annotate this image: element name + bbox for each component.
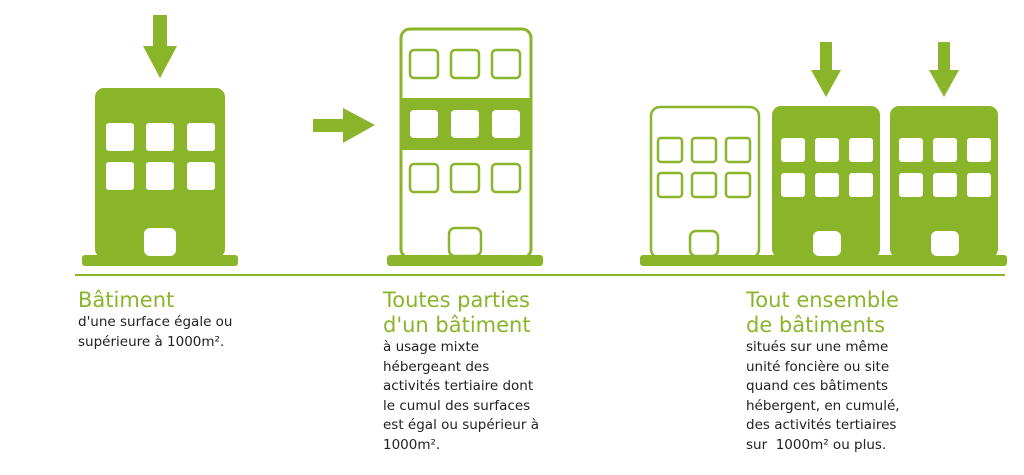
body-line: le cumul des surfaces bbox=[383, 397, 531, 414]
building-filled-icon bbox=[772, 106, 880, 258]
body-line: quand ces bâtiments bbox=[746, 378, 889, 394]
body-line: des activités tertiaires bbox=[746, 417, 897, 433]
divider-line bbox=[75, 274, 1005, 276]
section-title: Toutes parties d'un bâtiment bbox=[383, 288, 539, 338]
body-line: supérieure à 1000m². bbox=[78, 333, 225, 350]
title-line: Tout ensemble bbox=[746, 288, 899, 312]
arrow-down-icon bbox=[929, 42, 959, 97]
building-filled-icon bbox=[890, 106, 998, 258]
section-building-parts: Toutes parties d'un bâtiment à usage mix… bbox=[383, 288, 539, 455]
body-line: situés sur une même bbox=[746, 339, 889, 355]
body-line: sur 1000m² ou plus. bbox=[746, 436, 887, 453]
body-line: activités tertiaire dont bbox=[383, 378, 534, 394]
section-description: à usage mixte hébergeant des activités t… bbox=[383, 338, 539, 455]
body-line: est égal ou supérieur à bbox=[383, 417, 539, 433]
body-line: hébergent, en cumulé, bbox=[746, 397, 900, 414]
arrow-down-icon bbox=[143, 15, 177, 78]
title-line: d'un bâtiment bbox=[383, 313, 531, 337]
body-line: à usage mixte bbox=[383, 339, 480, 355]
arrow-down-icon bbox=[811, 42, 841, 97]
section-description: d'une surface égale ou supérieure à 1000… bbox=[78, 313, 233, 352]
building-outline-icon bbox=[649, 105, 761, 260]
section-building: Bâtiment d'une surface égale ou supérieu… bbox=[78, 288, 233, 352]
title-line: Toutes parties bbox=[383, 288, 530, 312]
section-title: Bâtiment bbox=[78, 288, 233, 313]
building-mixed-use-icon bbox=[387, 27, 543, 266]
title-line: de bâtiments bbox=[746, 313, 886, 337]
title-line: Bâtiment bbox=[78, 288, 175, 312]
body-line: d'une surface égale ou bbox=[78, 314, 233, 330]
body-line: unité foncière ou site bbox=[746, 358, 890, 375]
section-building-group: Tout ensemble de bâtiments situés sur un… bbox=[746, 288, 900, 455]
building-filled-icon bbox=[82, 88, 238, 266]
arrow-right-icon bbox=[313, 108, 375, 143]
section-description: situés sur une même unité foncière ou si… bbox=[746, 338, 900, 455]
section-title: Tout ensemble de bâtiments bbox=[746, 288, 900, 338]
body-line: hébergeant des bbox=[383, 358, 490, 375]
body-line: 1000m². bbox=[383, 436, 441, 453]
